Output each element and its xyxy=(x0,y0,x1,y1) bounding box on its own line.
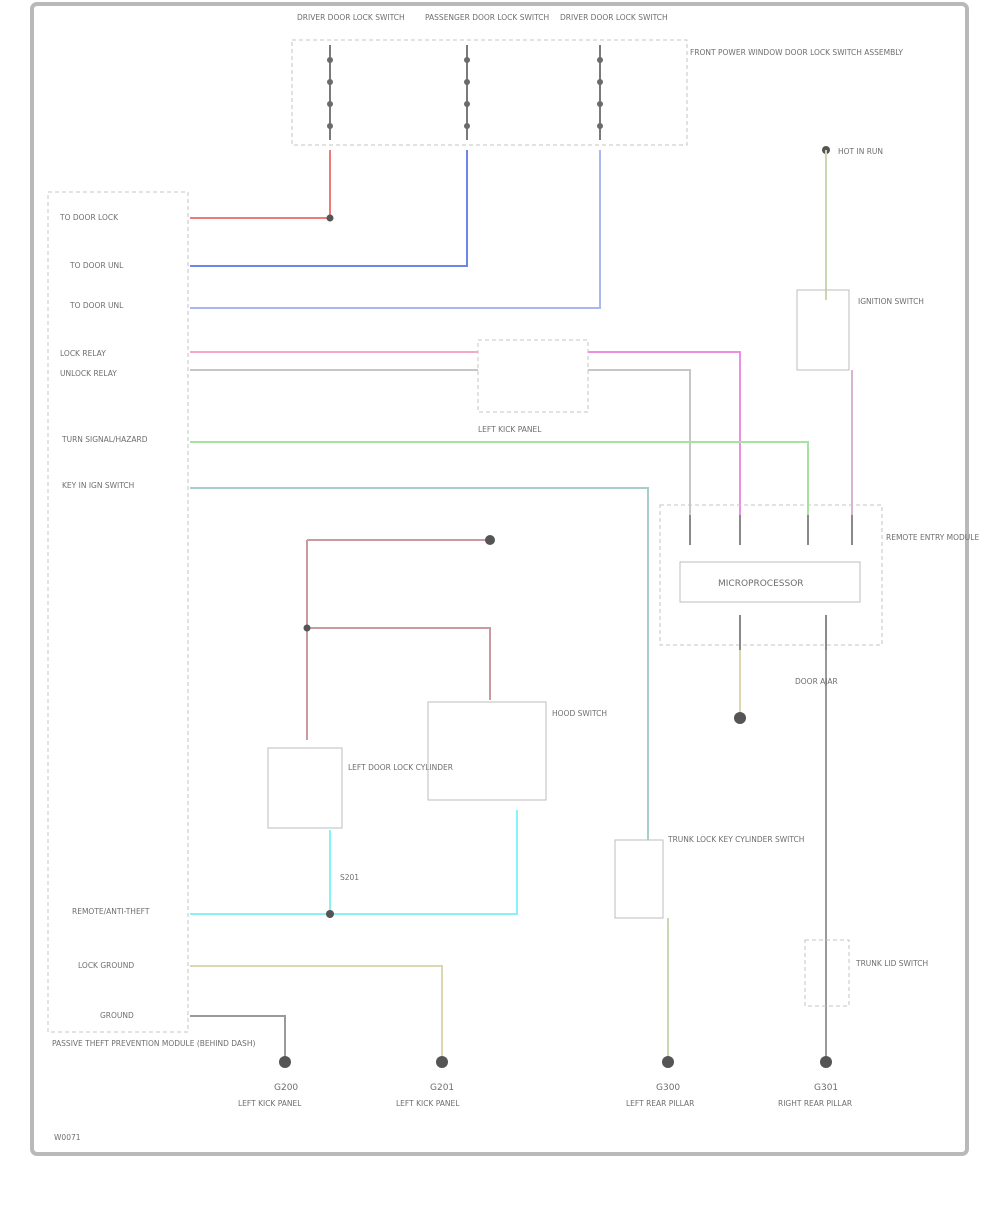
hood-switch-label: HOOD SWITCH xyxy=(552,709,607,718)
pin-label-7: KEY IN IGN SWITCH xyxy=(62,481,134,490)
remote-module-box xyxy=(659,504,883,646)
pin-label-1: TO DOOR LOCK xyxy=(59,213,119,222)
relay-block-box xyxy=(477,339,589,413)
remote-module-pins xyxy=(689,515,853,650)
ground-node-3 xyxy=(662,1056,674,1068)
wire-light-blue xyxy=(190,150,601,309)
top-switch-group-label: FRONT POWER WINDOW DOOR LOCK SWITCH ASSE… xyxy=(690,48,903,57)
hot-in-run-label: HOT IN RUN xyxy=(838,147,883,156)
wire-cyan xyxy=(190,810,518,915)
splice-node-cyan xyxy=(326,910,334,918)
pin-label-5: UNLOCK RELAY xyxy=(60,369,117,378)
ground-id-3: G300 xyxy=(656,1083,680,1093)
splice-node-top xyxy=(326,214,334,222)
switch-contacts xyxy=(327,57,603,129)
top-switch-label-1: DRIVER DOOR LOCK SWITCH xyxy=(297,13,405,22)
ground-id-1: G200 xyxy=(274,1083,298,1093)
ground-node-4 xyxy=(820,1056,832,1068)
wire-teal xyxy=(190,487,649,840)
pin-label-8: REMOTE/ANTI-THEFT xyxy=(72,907,150,916)
ground-id-2: G201 xyxy=(430,1083,454,1093)
wire-magenta xyxy=(588,351,741,515)
drawing-code: W0071 xyxy=(54,1133,81,1142)
microprocessor-label: MICROPROCESSOR xyxy=(718,579,804,589)
wire-gray-ground xyxy=(190,1015,286,1058)
ignition-switch-label: IGNITION SWITCH xyxy=(858,297,924,306)
left-module-box xyxy=(47,191,189,1033)
wire-maroon-branch xyxy=(307,627,491,700)
remote-module-label: REMOTE ENTRY MODULE xyxy=(886,533,979,542)
ground-node-2 xyxy=(436,1056,448,1068)
left-module-label: PASSIVE THEFT PREVENTION MODULE (BEHIND … xyxy=(52,1039,255,1048)
splice-label: S201 xyxy=(340,873,359,882)
diagram-frame xyxy=(30,2,969,1156)
left-door-label: LEFT DOOR LOCK CYLINDER xyxy=(348,763,453,772)
pin-label-9: LOCK GROUND xyxy=(78,961,134,970)
ground-label-3: LEFT REAR PILLAR xyxy=(626,1099,694,1108)
right-switch-label: TRUNK LID SWITCH xyxy=(855,959,928,968)
trunk-key-switch-box xyxy=(614,839,664,919)
right-lower-switch-box xyxy=(804,939,850,1007)
hood-switch-box xyxy=(427,701,547,801)
ground-node-module xyxy=(734,712,746,724)
ground-label-1: LEFT KICK PANEL xyxy=(238,1099,302,1108)
relay-block-label: LEFT KICK PANEL xyxy=(478,425,542,434)
pin-label-2: TO DOOR UNL xyxy=(69,261,124,270)
microprocessor-box xyxy=(679,561,861,603)
ground-id-4: G301 xyxy=(814,1083,838,1093)
wire-gray-relay-out xyxy=(588,369,691,515)
branch-node xyxy=(303,624,311,632)
hood-splice-node xyxy=(485,535,495,545)
pin-label-10: GROUND xyxy=(100,1011,134,1020)
right-top-switch-box xyxy=(796,289,850,371)
wire-tan-ground xyxy=(190,965,443,1058)
top-switch-assembly-box xyxy=(291,39,688,146)
wire-red xyxy=(190,150,331,219)
ground-node-1 xyxy=(279,1056,291,1068)
top-switch-label-3: DRIVER DOOR LOCK SWITCH xyxy=(560,13,668,22)
wire-green xyxy=(190,441,809,515)
ground-label-4: RIGHT REAR PILLAR xyxy=(778,1099,852,1108)
door-ajar-label: DOOR AJAR xyxy=(795,677,838,686)
pin-label-3: TO DOOR UNL xyxy=(69,301,124,310)
wire-blue xyxy=(190,150,468,267)
ground-label-2: LEFT KICK PANEL xyxy=(396,1099,460,1108)
left-lower-switch-box xyxy=(267,747,343,829)
top-switch-label-2: PASSENGER DOOR LOCK SWITCH xyxy=(425,13,549,22)
pin-label-6: TURN SIGNAL/HAZARD xyxy=(61,435,148,444)
pin-label-4: LOCK RELAY xyxy=(60,349,106,358)
trunk-key-label: TRUNK LOCK KEY CYLINDER SWITCH xyxy=(667,835,804,844)
